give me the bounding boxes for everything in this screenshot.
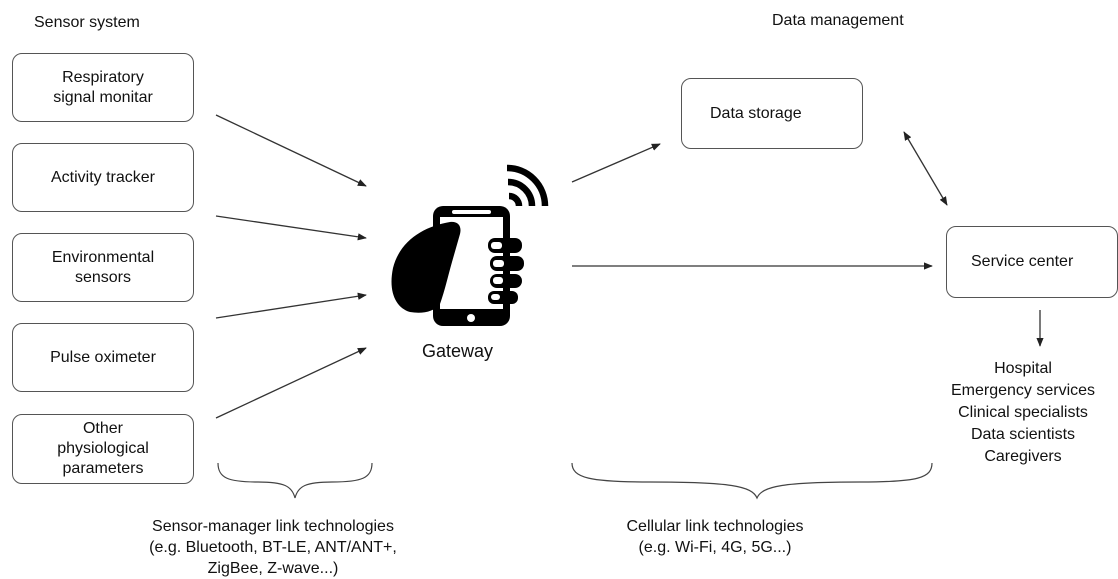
service-center-label: Service center <box>971 253 1074 270</box>
cellular-link-caption: Cellular link technologies (e.g. Wi-Fi, … <box>590 516 840 558</box>
caption-line: ZigBee, Z-wave...) <box>207 560 339 577</box>
caption-line: (e.g. Wi-Fi, 4G, 5G...) <box>638 539 792 556</box>
sensor-label: Respiratory signal monitar <box>53 68 153 106</box>
recipient-item: Clinical specialists <box>958 404 1088 421</box>
caption-line: (e.g. Bluetooth, BT-LE, ANT/ANT+, <box>149 539 397 556</box>
caption-line: Sensor-manager link technologies <box>152 518 394 535</box>
recipient-item: Hospital <box>994 360 1052 377</box>
sensor-label: Activity tracker <box>50 168 155 186</box>
data-storage-box: Data storage <box>681 78 863 149</box>
arrow-gateway-to-storage <box>571 143 661 183</box>
caption-line: Cellular link technologies <box>626 518 804 535</box>
arrow-activity-to-gateway <box>215 215 367 241</box>
smartphone-hand-wireless-icon <box>391 164 549 326</box>
sensor-label: Pulse oximeter <box>50 348 156 366</box>
arrow-respiratory-to-gateway <box>215 114 367 187</box>
gateway-label: Gateway <box>422 341 494 361</box>
data-storage-label: Data storage <box>710 104 802 122</box>
sensor-box-other: Other physiological parameters <box>12 414 194 484</box>
sensor-manager-link-caption: Sensor-manager link technologies (e.g. B… <box>108 516 438 579</box>
sensor-box-pulse-oximeter: Pulse oximeter <box>12 323 194 392</box>
recipients-list: Hospital Emergency services Clinical spe… <box>928 358 1118 468</box>
recipient-item: Caregivers <box>984 448 1062 465</box>
sensor-label: Environmental sensors <box>51 248 155 286</box>
recipient-item: Emergency services <box>950 382 1096 399</box>
data-management-heading: Data management <box>772 12 904 29</box>
sensor-box-environmental: Environmental sensors <box>12 233 194 302</box>
sensor-system-heading: Sensor system <box>34 14 140 31</box>
brace-right <box>571 462 933 500</box>
sensor-label: Other physiological parameters <box>57 420 149 477</box>
sensor-box-activity: Activity tracker <box>12 143 194 212</box>
arrow-storage-service-bidirectional <box>903 131 948 206</box>
recipient-item: Data scientists <box>970 426 1076 443</box>
arrow-environmental-to-gateway <box>215 292 367 319</box>
service-center-box: Service center <box>946 226 1118 298</box>
brace-left <box>217 462 373 499</box>
arrow-other-to-gateway <box>215 347 367 419</box>
sensor-box-respiratory: Respiratory signal monitar <box>12 53 194 122</box>
